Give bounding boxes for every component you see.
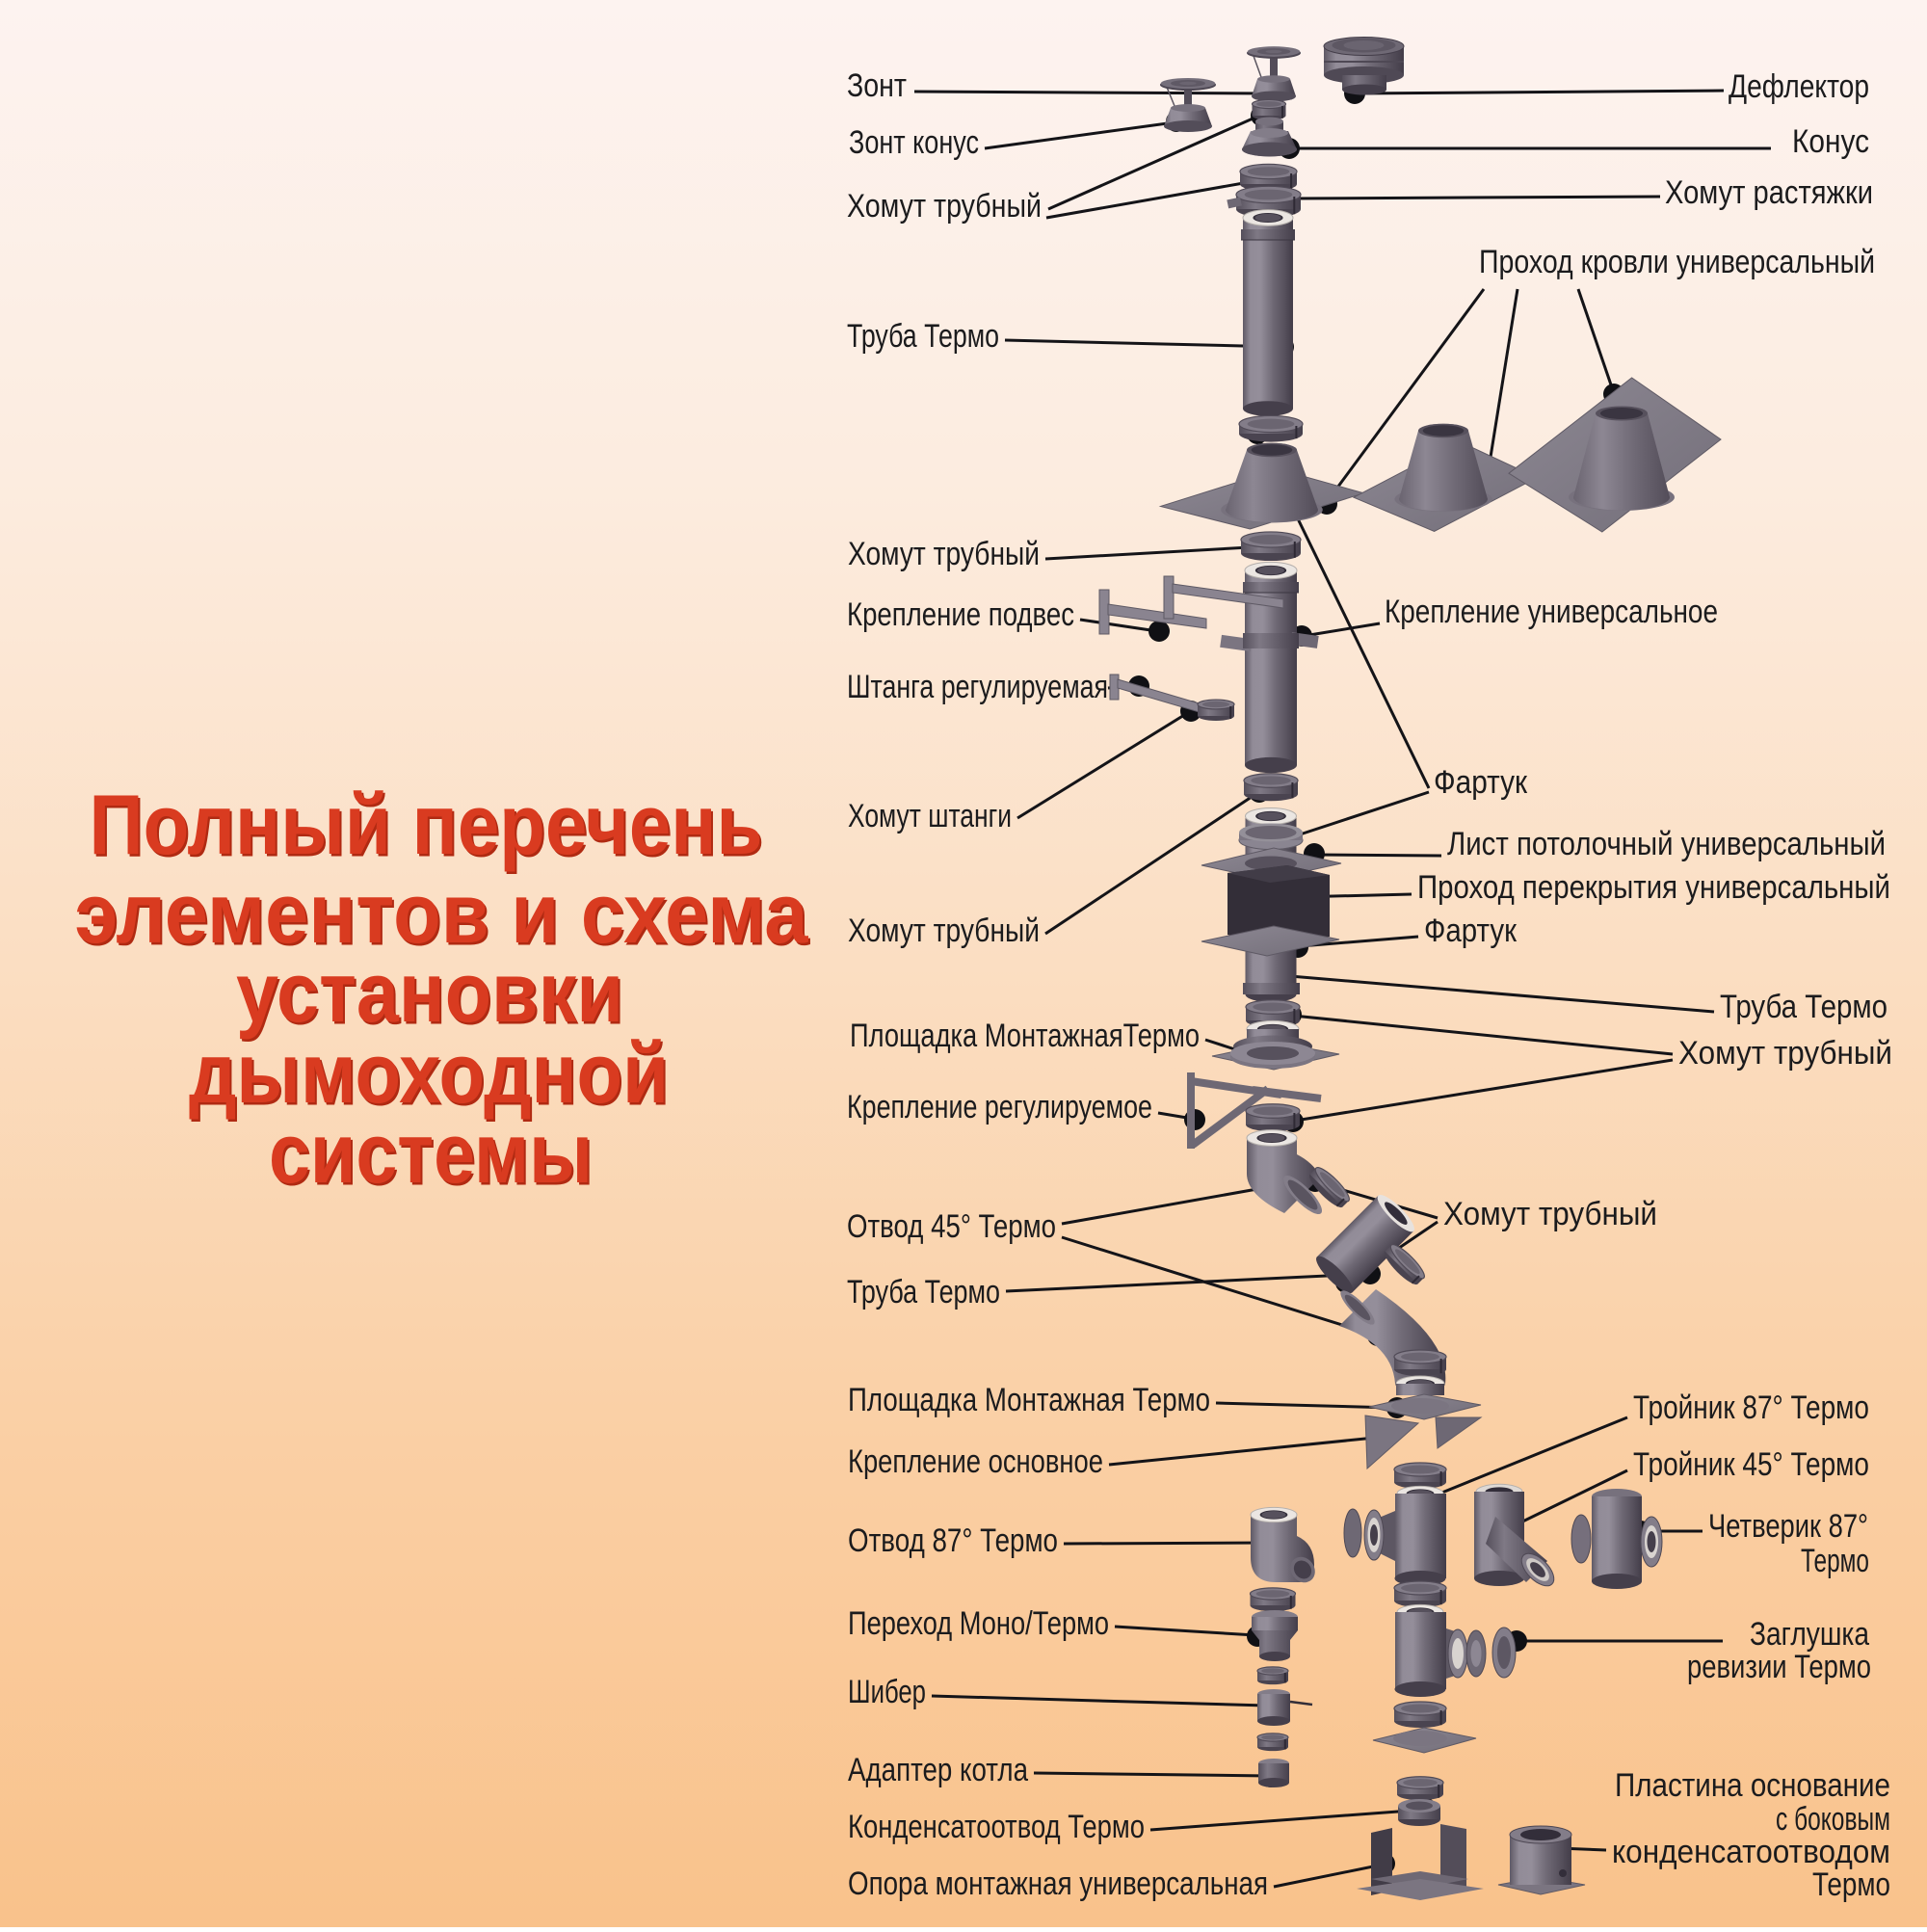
- svg-text:Проход кровли универсальный: Проход кровли универсальный: [1479, 244, 1875, 280]
- svg-text:Хомут трубный: Хомут трубный: [1678, 1035, 1892, 1072]
- svg-text:системы: системы: [269, 1105, 593, 1201]
- svg-text:Пластина основание: Пластина основание: [1615, 1767, 1890, 1804]
- svg-text:Крепление основное: Крепление основное: [848, 1443, 1103, 1480]
- svg-text:дымоходной: дымоходной: [191, 1028, 671, 1124]
- svg-text:Хомут трубный: Хомут трубный: [848, 913, 1040, 949]
- svg-text:Хомут штанги: Хомут штанги: [848, 798, 1012, 834]
- svg-text:Площадка Монтажная Термо: Площадка Монтажная Термо: [848, 1382, 1210, 1418]
- svg-text:Конденсатоотвод Термо: Конденсатоотвод Термо: [848, 1809, 1145, 1845]
- svg-text:Термо: Термо: [1801, 1543, 1869, 1579]
- svg-text:Отвод 45° Термо: Отвод 45° Термо: [847, 1208, 1056, 1245]
- svg-text:ревизии Термо: ревизии Термо: [1687, 1649, 1871, 1685]
- svg-text:Штанга регулируемая: Штанга регулируемая: [847, 669, 1108, 705]
- svg-text:Зонт: Зонт: [847, 67, 907, 104]
- svg-text:Переход Моно/Термо: Переход Моно/Термо: [848, 1605, 1109, 1642]
- svg-text:Крепление универсальное: Крепление универсальное: [1385, 594, 1718, 630]
- svg-text:Полный перечень: Полный перечень: [92, 780, 765, 875]
- svg-text:системы: системы: [271, 1108, 594, 1204]
- svg-text:установки: установки: [236, 944, 623, 1040]
- svg-text:установки: установки: [238, 947, 625, 1043]
- svg-text:Труба Термо: Труба Термо: [847, 1274, 1000, 1310]
- svg-text:с боковым: с боковым: [1776, 1801, 1890, 1838]
- svg-text:Труба Термо: Труба Термо: [1720, 989, 1887, 1025]
- svg-text:Заглушка: Заглушка: [1750, 1616, 1869, 1653]
- svg-text:Проход перекрытия универсальны: Проход перекрытия универсальный: [1417, 869, 1890, 906]
- svg-text:Полный перечень: Полный перечень: [90, 777, 763, 872]
- svg-text:Зонт конус: Зонт конус: [849, 124, 979, 161]
- svg-text:Опора монтажная универсальная: Опора монтажная универсальная: [848, 1866, 1268, 1902]
- svg-text:Тройник 45° Термо: Тройник 45° Термо: [1633, 1446, 1869, 1483]
- svg-text:Крепление подвес: Крепление подвес: [847, 596, 1074, 633]
- svg-text:конденсатоотводом: конденсатоотводом: [1612, 1834, 1890, 1870]
- svg-text:Труба Термо: Труба Термо: [847, 318, 999, 355]
- svg-text:Хомут трубный: Хомут трубный: [848, 536, 1040, 572]
- svg-text:Хомут трубный: Хомут трубный: [847, 188, 1042, 225]
- svg-text:Лист потолочный универсальный: Лист потолочный универсальный: [1447, 826, 1886, 862]
- svg-text:Отвод 87° Термо: Отвод 87° Термо: [848, 1522, 1058, 1559]
- svg-text:Хомут растяжки: Хомут растяжки: [1665, 174, 1873, 211]
- svg-text:Фартук: Фартук: [1434, 764, 1528, 801]
- svg-text:Тройник 87° Термо: Тройник 87° Термо: [1633, 1389, 1869, 1426]
- svg-text:Шибер: Шибер: [848, 1674, 926, 1710]
- svg-text:Хомут трубный: Хомут трубный: [1443, 1196, 1657, 1232]
- svg-text:Фартук: Фартук: [1424, 913, 1518, 949]
- svg-text:Дефлектор: Дефлектор: [1729, 68, 1869, 105]
- svg-text:элементов и схема: элементов и схема: [77, 868, 811, 964]
- svg-text:Четверик 87°: Четверик 87°: [1708, 1508, 1868, 1545]
- svg-text:дымоходной: дымоходной: [189, 1025, 669, 1121]
- svg-text:Конус: Конус: [1792, 123, 1869, 160]
- svg-text:Адаптер котла: Адаптер котла: [848, 1752, 1028, 1788]
- svg-text:элементов и схема: элементов и схема: [75, 865, 809, 961]
- svg-text:Крепление регулируемое: Крепление регулируемое: [847, 1089, 1152, 1125]
- svg-text:Термо: Термо: [1812, 1866, 1890, 1903]
- svg-text:Площадка МонтажнаяТермо: Площадка МонтажнаяТермо: [850, 1018, 1200, 1054]
